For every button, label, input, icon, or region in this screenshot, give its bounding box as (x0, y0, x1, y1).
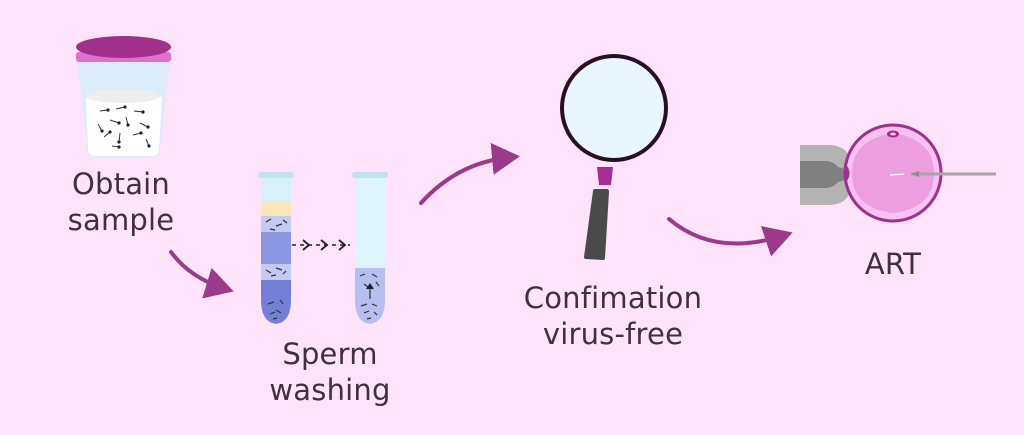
step-label-art: ART (865, 246, 921, 282)
magnifying-glass-icon (560, 54, 668, 260)
label-line: Confimation (523, 281, 703, 315)
label-line: Obtain (71, 167, 171, 201)
step-label-sperm-washing: Sperm washing (269, 336, 390, 408)
oocyte-injection-icon (800, 123, 996, 223)
handle-neck (597, 167, 613, 185)
label-line: virus-free (542, 317, 684, 351)
flow-arrow-3 (667, 217, 793, 257)
dashed-transfer-arrow (292, 239, 350, 251)
flow-arrow-2 (419, 142, 520, 205)
handle (584, 189, 609, 260)
label-line: sample (67, 203, 175, 237)
tube-washed (352, 172, 388, 324)
tube-gradient (258, 172, 294, 324)
centrifuge-tubes-icon (258, 172, 388, 324)
flow-arrow-1 (169, 250, 234, 299)
step-label-obtain-sample: Obtain sample (68, 166, 175, 238)
specimen-cup-icon (76, 36, 171, 157)
lid (76, 36, 171, 58)
step-label-confirmation: Confimation virus-free (524, 280, 702, 352)
label-line: ART (864, 247, 922, 281)
label-line: Sperm (282, 337, 378, 371)
label-line: washing (269, 373, 391, 407)
